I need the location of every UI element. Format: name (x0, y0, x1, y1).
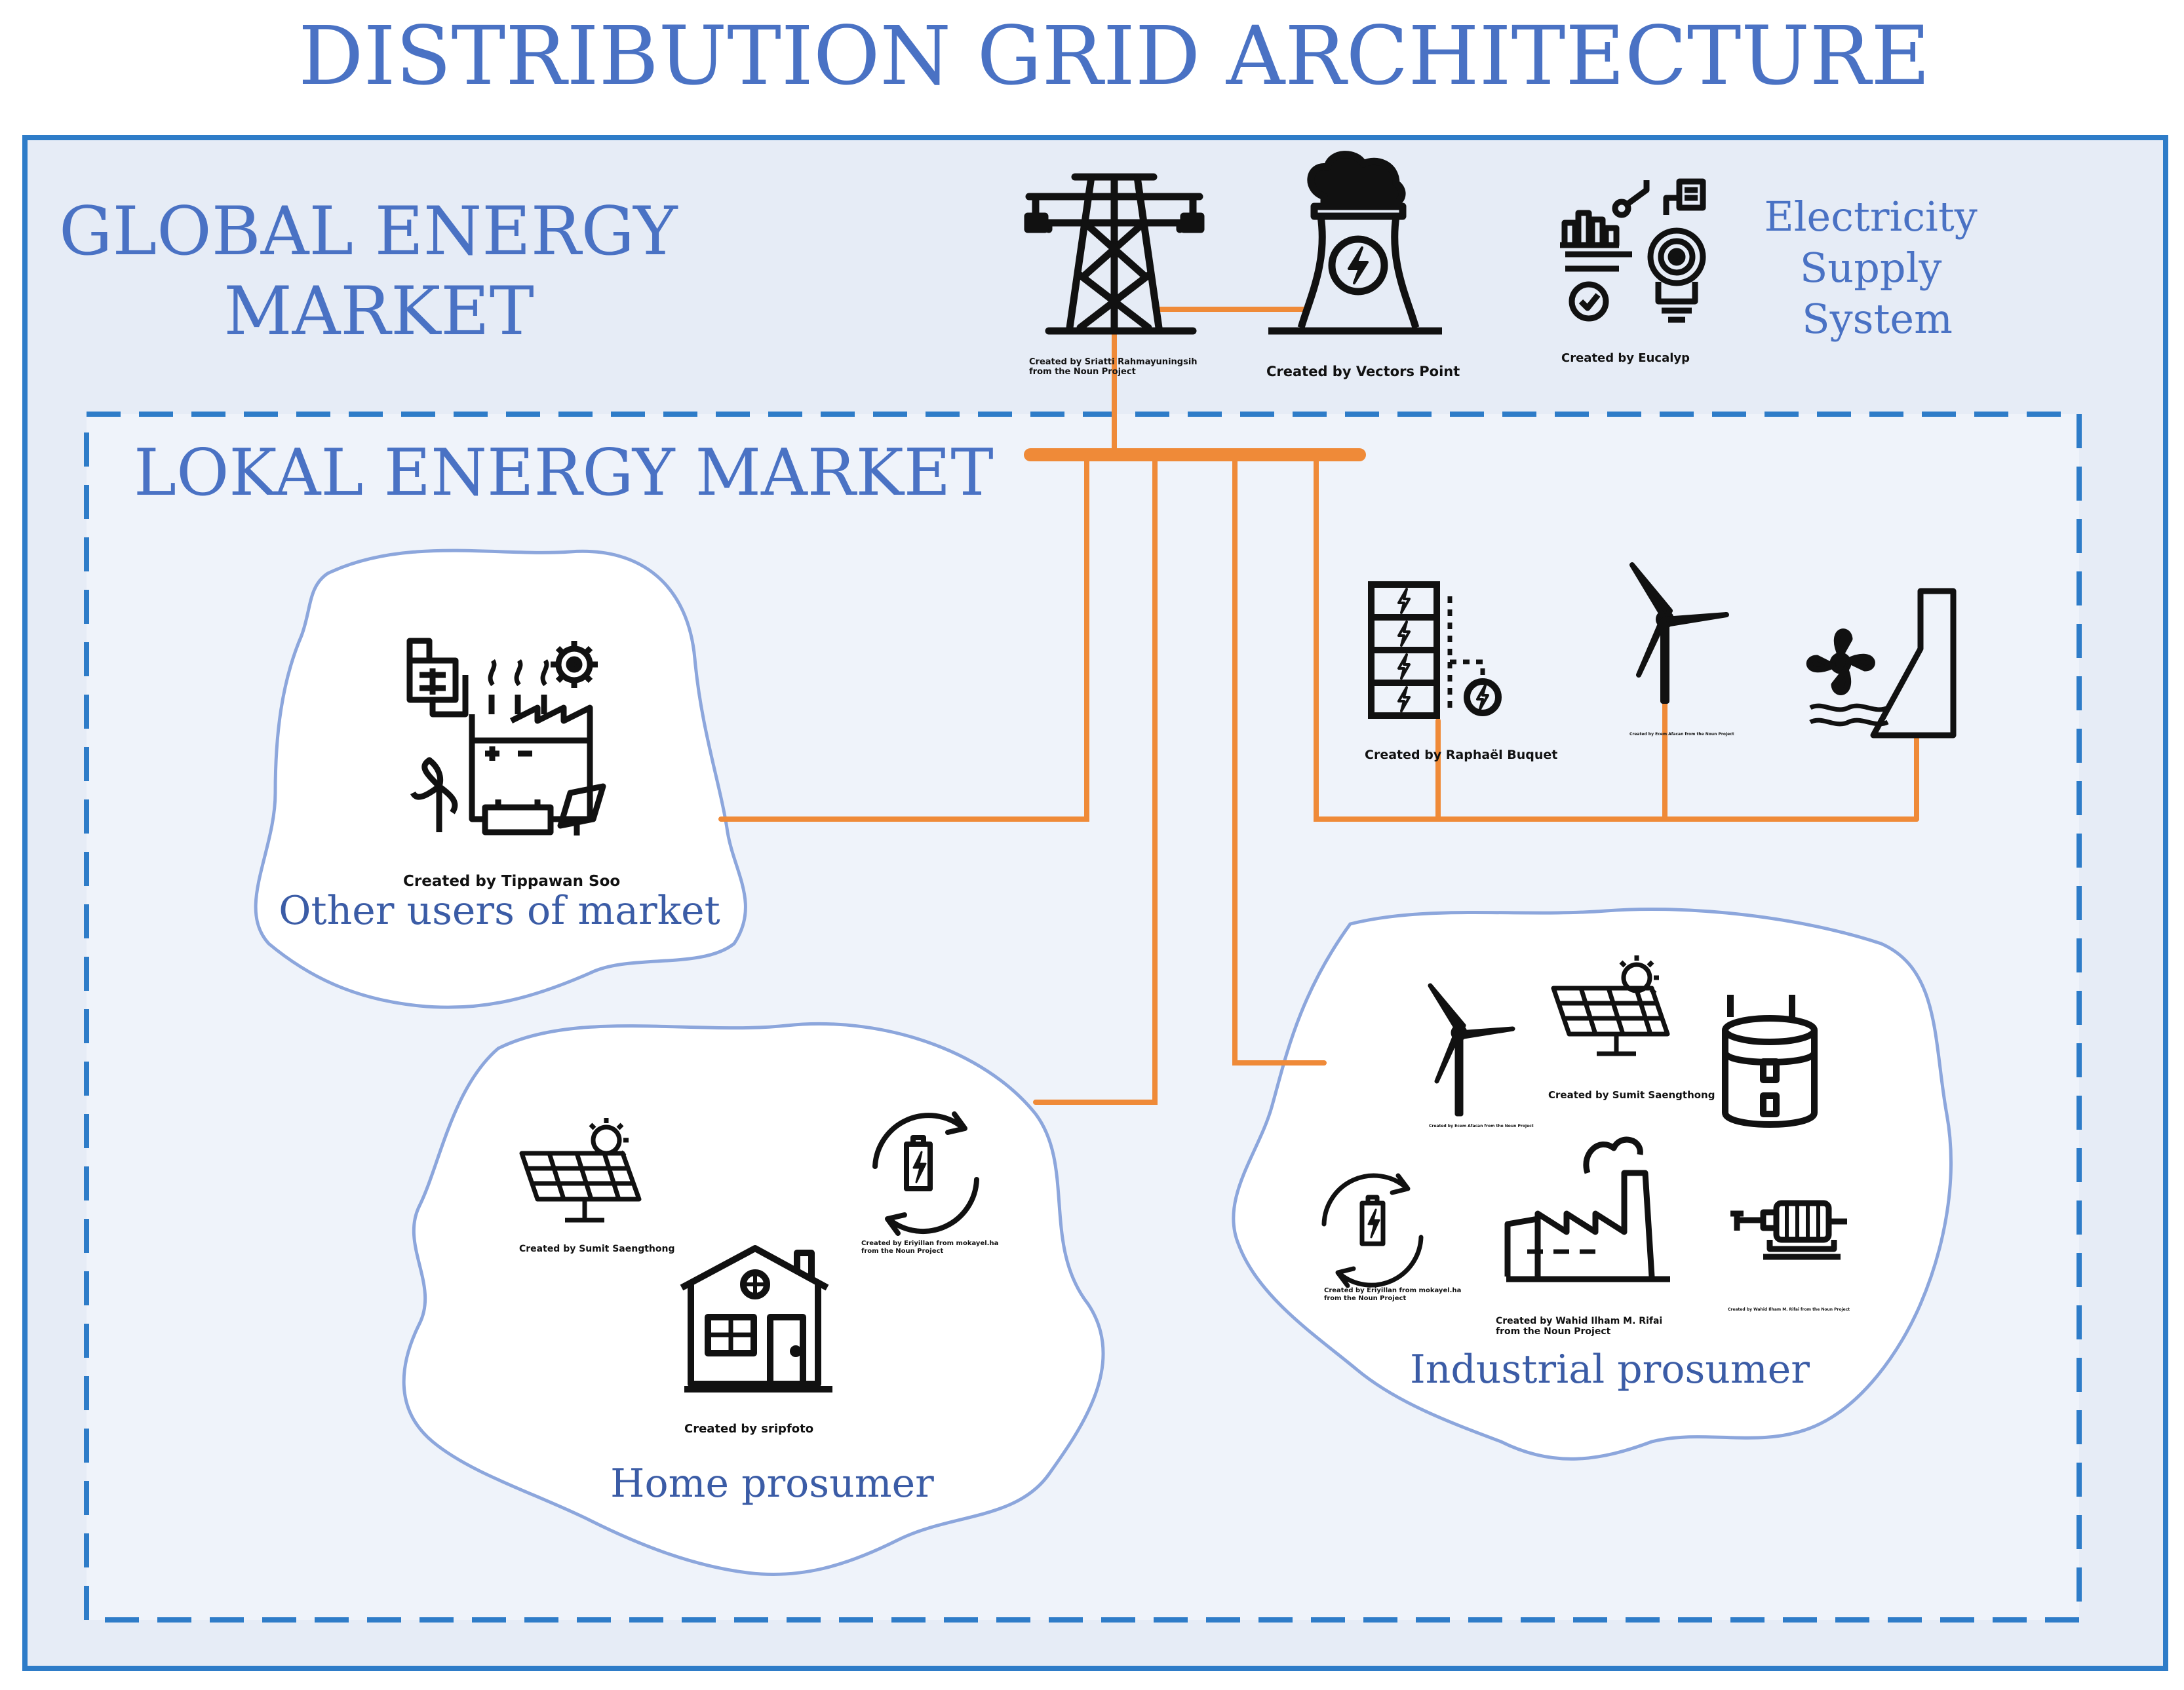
label-industrial-prosumer: Industrial prosumer (1410, 1347, 1810, 1392)
industrial-solar-panel-icon (1551, 955, 1670, 1056)
credit-factory: Created by Wahid Ilham M. Rifai (1496, 1316, 1662, 1326)
icon-credits: Created by Sriatti Rahmayuningsih from t… (403, 351, 1850, 1436)
hydro-dam-icon (1806, 588, 1957, 739)
credit-wind: Created by Ecem Afacan from the Noun Pro… (1629, 732, 1734, 737)
credit-ind-wind: Created by Ecem Afacan from the Noun Pro… (1429, 1124, 1534, 1128)
label-other-users: Other users of market (279, 888, 720, 934)
home-feeder (1033, 452, 1158, 1105)
industry-icon (406, 638, 606, 835)
industrial-battery-cycle-icon (1321, 1173, 1424, 1288)
power-plant-icon (1268, 151, 1442, 335)
renewables-feeder (1314, 452, 1919, 822)
house-icon (680, 1245, 832, 1392)
other-users-feeder (718, 452, 1089, 822)
credit-industry: Created by Tippawan Soo (403, 873, 620, 890)
wind-turbine-icon (1629, 562, 1729, 704)
cloud-other-users (254, 548, 747, 1009)
credit-tower-2: from the Noun Project (1029, 367, 1136, 377)
credit-motor: Created by Wahid Ilham M. Rifai from the… (1728, 1307, 1850, 1312)
credit-home-solar: Created by Sumit Saengthong (519, 1244, 675, 1254)
global-market-label: GLOBAL ENERGY MARKET (59, 193, 699, 351)
analytics-lightbulb-icon (1560, 178, 1706, 323)
transmission-tower-icon (1024, 173, 1205, 335)
credit-ind-solar: Created by Sumit Saengthong (1548, 1089, 1715, 1101)
credit-factory-2: from the Noun Project (1496, 1326, 1611, 1337)
industrial-wind-turbine-icon (1428, 983, 1515, 1117)
industrial-feeder (1232, 452, 1327, 1066)
factory-icon (1504, 1136, 1670, 1282)
credit-home-battery-2: from the Noun Project (861, 1248, 943, 1255)
credit-eucalyp: Created by Eucalyp (1561, 351, 1690, 365)
credit-house: Created by sripfoto (684, 1422, 813, 1436)
local-market-label: LOKAL ENERGY MARKET (134, 436, 994, 510)
credit-tower: Created by Sriatti Rahmayuningsih (1029, 357, 1198, 367)
credit-battery: Created by Raphaël Buquet (1365, 748, 1557, 762)
home-solar-panel-icon (519, 1118, 642, 1223)
distribution-grid-lines (718, 307, 1919, 1105)
home-battery-cycle-icon (872, 1111, 979, 1236)
storage-tank-icon (1722, 995, 1818, 1128)
motor-pump-icon (1730, 1200, 1847, 1260)
credit-ind-battery: Created by Eriyillan from mokayel.ha (1324, 1287, 1461, 1294)
diagram-title: DISTRIBUTION GRID ARCHITECTURE (298, 9, 1930, 104)
electricity-supply-label: Electricity Supply System (1764, 193, 1990, 343)
credit-plant: Created by Vectors Point (1266, 364, 1460, 379)
credit-home-battery: Created by Eriyillan from mokayel.ha (861, 1240, 998, 1247)
credit-ind-battery-2: from the Noun Project (1324, 1295, 1406, 1302)
battery-storage-icon (1368, 581, 1502, 719)
cloud-industrial-prosumer (1232, 907, 1953, 1461)
label-home-prosumer: Home prosumer (610, 1461, 934, 1507)
